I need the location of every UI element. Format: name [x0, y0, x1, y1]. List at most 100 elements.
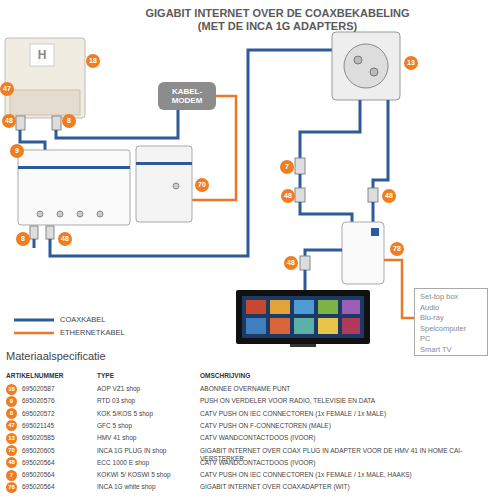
column-header: OMSCHRIJVING: [200, 372, 250, 379]
callout-number: 8: [16, 232, 30, 246]
article-number: 695020564: [22, 471, 55, 479]
splitter-port: [57, 211, 63, 217]
connector: [30, 226, 38, 239]
type-cell: HMV 41 shop: [97, 434, 136, 442]
screen-tile: [270, 318, 290, 334]
type-cell: INCA 1G PLUG IN shop: [97, 447, 166, 455]
callout-number: 48: [281, 189, 295, 203]
screen-tile: [246, 318, 266, 334]
callout-number: 13: [404, 56, 418, 70]
callout-number: 9: [10, 144, 24, 158]
coax-adapter: [342, 222, 384, 284]
aop-panel: [30, 44, 54, 66]
coax-cable: [304, 270, 307, 290]
legend-line-sample: [14, 319, 54, 322]
modem-text-holder: KABEL- MODEM: [162, 87, 212, 105]
node-text: Set-top box: [420, 292, 482, 303]
screen-tile: [294, 318, 314, 334]
type-cell: AOP VZ1 shop: [97, 385, 140, 393]
column-header: TYPE: [97, 372, 114, 379]
splitter-port: [77, 211, 83, 217]
callout-number: 7: [6, 470, 17, 481]
coax-cable: [56, 110, 178, 138]
description-cell: CATV PUSH ON IEC CONNECTOREN (1x FEMALE …: [200, 471, 498, 479]
callout-number: 48: [284, 256, 298, 270]
callout-number: 70: [6, 445, 17, 456]
callout-number: 48: [6, 457, 17, 468]
coax-cable: [299, 174, 302, 188]
callout-number: 18: [6, 384, 17, 395]
connector: [16, 116, 25, 130]
legend-line-sample: [14, 332, 54, 335]
article-number: 695020572: [22, 410, 55, 418]
television: [236, 290, 370, 344]
module-stripe: [136, 162, 192, 165]
angled-connector: [295, 158, 305, 174]
legend-text: ETHERNETKABEL: [60, 328, 125, 337]
outlet-port: [354, 56, 362, 64]
callout-number: 13: [6, 433, 17, 444]
coax-cable: [373, 100, 388, 188]
coax-cable: [33, 239, 36, 248]
node-text: Spelcomputer: [420, 324, 482, 335]
coax-cable: [305, 250, 342, 256]
callout-number: 8: [6, 408, 17, 419]
splitter-port: [97, 211, 103, 217]
module-port: [173, 183, 179, 189]
node-text: PC: [420, 334, 482, 345]
device-list-box: Set-top boxAudioBlu-raySpelcomputerPCSma…: [414, 288, 488, 356]
article-number: 695020564: [22, 459, 55, 467]
screen-tile: [342, 300, 360, 314]
connector: [300, 256, 310, 270]
connector: [368, 188, 378, 202]
callout-number: 47: [6, 420, 17, 431]
adapter-logo: [371, 228, 379, 236]
article-number: 695020587: [22, 385, 55, 393]
outlet-port: [370, 68, 378, 76]
callout-number: 48: [2, 114, 16, 128]
type-cell: KOK 5/KOS 5 shop: [97, 410, 153, 418]
callout-number: 18: [86, 54, 100, 68]
ethernet-cable: [192, 96, 236, 200]
callout-number: 9: [6, 396, 17, 407]
tv-stand: [290, 344, 316, 347]
node-text: Blu-ray: [420, 313, 482, 324]
screen-tile: [318, 318, 338, 334]
brand-logo: H: [36, 48, 48, 62]
callout-number: 7: [280, 160, 294, 174]
screen-tile: [270, 300, 290, 314]
legend-text: COAXKABEL: [60, 315, 105, 324]
callout-number: 48: [382, 189, 396, 203]
modem-box: KABEL- MODEM: [158, 82, 216, 110]
splitter-housing: [18, 150, 130, 225]
tv-screen: [242, 296, 364, 338]
description-cell: PUSH ON VERDELER VOOR RADIO, TELEVISIE E…: [200, 397, 498, 405]
outlet-face: [344, 44, 388, 88]
aop-lower-part: [10, 90, 80, 115]
coax-cable: [50, 50, 332, 256]
type-cell: ECC 1000 E shop: [97, 459, 149, 467]
node-text: Audio: [420, 303, 482, 314]
coax-cable: [372, 202, 375, 222]
screen-tile: [318, 300, 338, 314]
screen-tile: [246, 300, 266, 314]
aop-housing: [5, 38, 85, 118]
type-cell: INCA 1G white shop: [97, 483, 156, 491]
callout-number: 78: [6, 482, 17, 493]
article-number: 695020585: [22, 434, 55, 442]
description-cell: CATV WANDCONTACTDOOS (IVOOR): [200, 434, 498, 442]
description-cell: CATV WANDCONTACTDOOS (IVOOR): [200, 459, 498, 467]
description-cell: GIGABIT INTERNET OVER COAXADAPTER (WIT): [200, 483, 498, 491]
node-text: KABEL- MODEM: [162, 87, 212, 105]
callout-number: 48: [58, 232, 72, 246]
connector: [46, 226, 54, 239]
description-cell: ABONNEE OVERNAME PUNT: [200, 385, 498, 393]
connector: [295, 188, 305, 202]
type-cell: RTD 03 shop: [97, 397, 135, 405]
screen-tile: [342, 318, 360, 334]
node-text: Smart TV: [420, 345, 482, 356]
article-number: 695021145: [22, 422, 54, 430]
callout-number: 8: [62, 114, 76, 128]
diagram-title: GIGABIT INTERNET OVER DE COAXBEKABELING …: [140, 7, 415, 33]
